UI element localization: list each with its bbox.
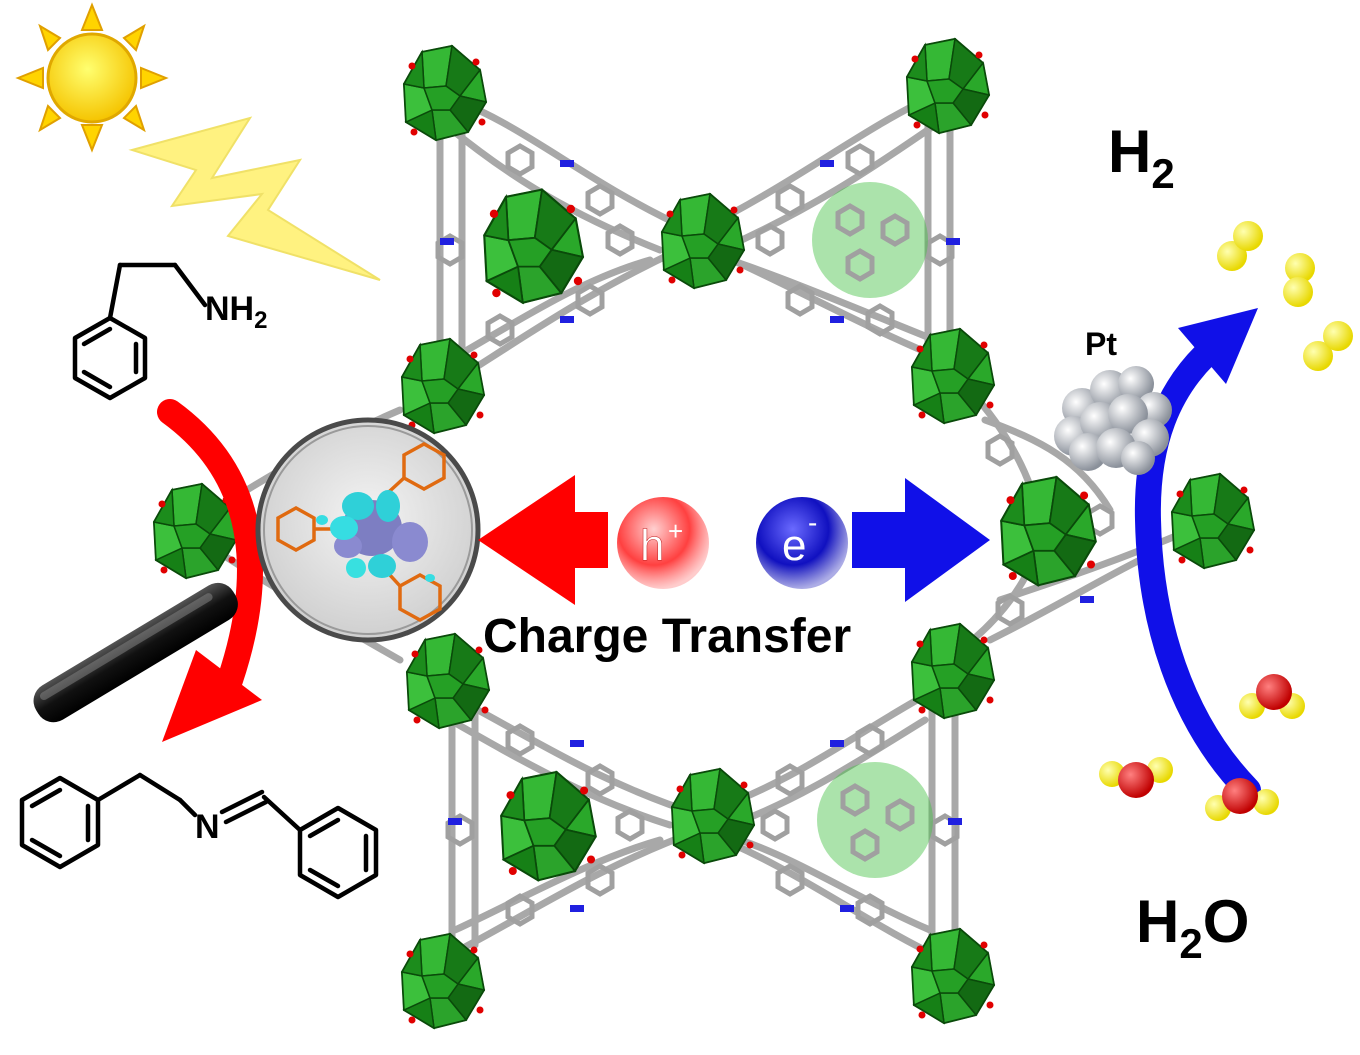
benzylamine-structure: NH2 xyxy=(72,262,267,401)
reduction-arrow xyxy=(1134,308,1261,803)
nitrogen-atoms xyxy=(440,160,1094,912)
hole-particle: h + xyxy=(617,497,709,589)
electron-arrow xyxy=(852,478,990,602)
h2-molecules xyxy=(1217,221,1353,371)
sun-icon xyxy=(15,2,169,153)
hole-symbol: h xyxy=(640,521,664,570)
magnifier-icon xyxy=(33,417,481,723)
electron-symbol: e xyxy=(782,521,806,570)
electron-particle: e - xyxy=(756,497,848,589)
electron-charge: - xyxy=(808,507,817,538)
pt-label: Pt xyxy=(1085,326,1117,362)
pt-cluster xyxy=(1054,366,1172,475)
imine-n-label: N xyxy=(195,808,220,846)
hole-charge: + xyxy=(668,516,683,546)
nh2-label: NH2 xyxy=(205,290,267,334)
h2o-molecules xyxy=(1099,674,1305,821)
h2o-label: H2O xyxy=(1136,888,1249,967)
oxidation-arrow xyxy=(157,399,263,742)
charge-transfer-label: Charge Transfer xyxy=(483,610,851,663)
imine-structure: N xyxy=(19,772,379,900)
lightning-icon xyxy=(128,116,381,281)
hole-arrow xyxy=(478,475,608,605)
h2-label: H2 xyxy=(1108,118,1175,197)
